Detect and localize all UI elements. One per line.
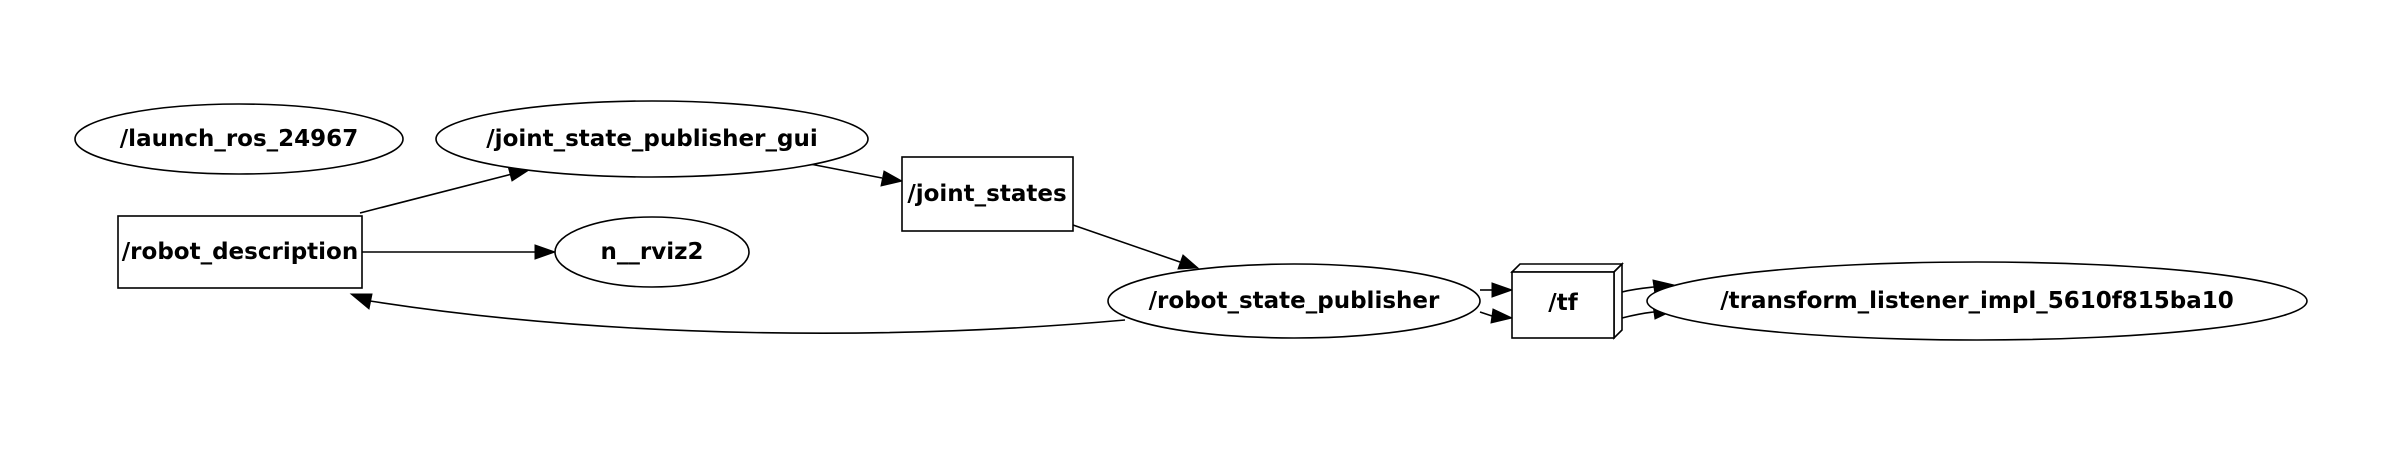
node-tf-label: /tf xyxy=(1548,290,1578,316)
node-launch-ros-shape xyxy=(74,103,404,175)
node-launch-ros-label: /launch_ros_24967 xyxy=(120,126,358,152)
edge-joint-states-to-robot-state-publisher xyxy=(1072,224,1200,270)
node-joint-states-shape xyxy=(901,156,1074,232)
node-robot-description-label: /robot_description xyxy=(122,239,358,265)
node-tf-shape-front xyxy=(1511,271,1615,339)
node-transform-listener[interactable]: /transform_listener_impl_5610f815ba10 xyxy=(1646,261,2308,341)
node-robot-description[interactable]: /robot_description xyxy=(117,215,363,289)
node-transform-listener-label: /transform_listener_impl_5610f815ba10 xyxy=(1720,288,2234,314)
edge-robot-state-publisher-to-tf-upper xyxy=(1480,282,1514,298)
node-joint-state-publisher-gui-label: /joint_state_publisher_gui xyxy=(486,126,817,152)
node-robot-description-shape xyxy=(117,215,363,289)
node-transform-listener-shape xyxy=(1646,261,2308,341)
edge-robot-description-to-joint-state-publisher-gui xyxy=(359,165,534,214)
edges xyxy=(349,163,1676,334)
edge-robot-state-publisher-to-tf-lower xyxy=(1479,308,1514,324)
node-rviz2-label: n__rviz2 xyxy=(601,239,704,265)
node-rviz2[interactable]: n__rviz2 xyxy=(554,216,750,288)
edge-robot-description-to-rviz2 xyxy=(362,244,557,260)
nodes: /launch_ros_24967 /joint_state_publisher… xyxy=(74,100,2308,341)
node-robot-state-publisher-shape xyxy=(1107,263,1481,339)
node-joint-states[interactable]: /joint_states xyxy=(901,156,1074,232)
edge-robot-state-publisher-to-robot-description xyxy=(349,293,1126,334)
node-rviz2-shape xyxy=(554,216,750,288)
node-joint-state-publisher-gui-shape xyxy=(435,100,869,178)
node-joint-state-publisher-gui[interactable]: /joint_state_publisher_gui xyxy=(435,100,869,178)
node-launch-ros[interactable]: /launch_ros_24967 xyxy=(74,103,404,175)
node-tf-shape-side xyxy=(1613,262,1623,340)
node-tf[interactable]: /tf xyxy=(1510,262,1624,340)
node-robot-state-publisher-label: /robot_state_publisher xyxy=(1149,288,1440,314)
node-tf-shape-top xyxy=(1510,263,1624,273)
node-joint-states-label: /joint_states xyxy=(907,181,1066,207)
edge-joint-state-publisher-gui-to-joint-states xyxy=(809,163,904,187)
node-robot-state-publisher[interactable]: /robot_state_publisher xyxy=(1107,263,1481,339)
